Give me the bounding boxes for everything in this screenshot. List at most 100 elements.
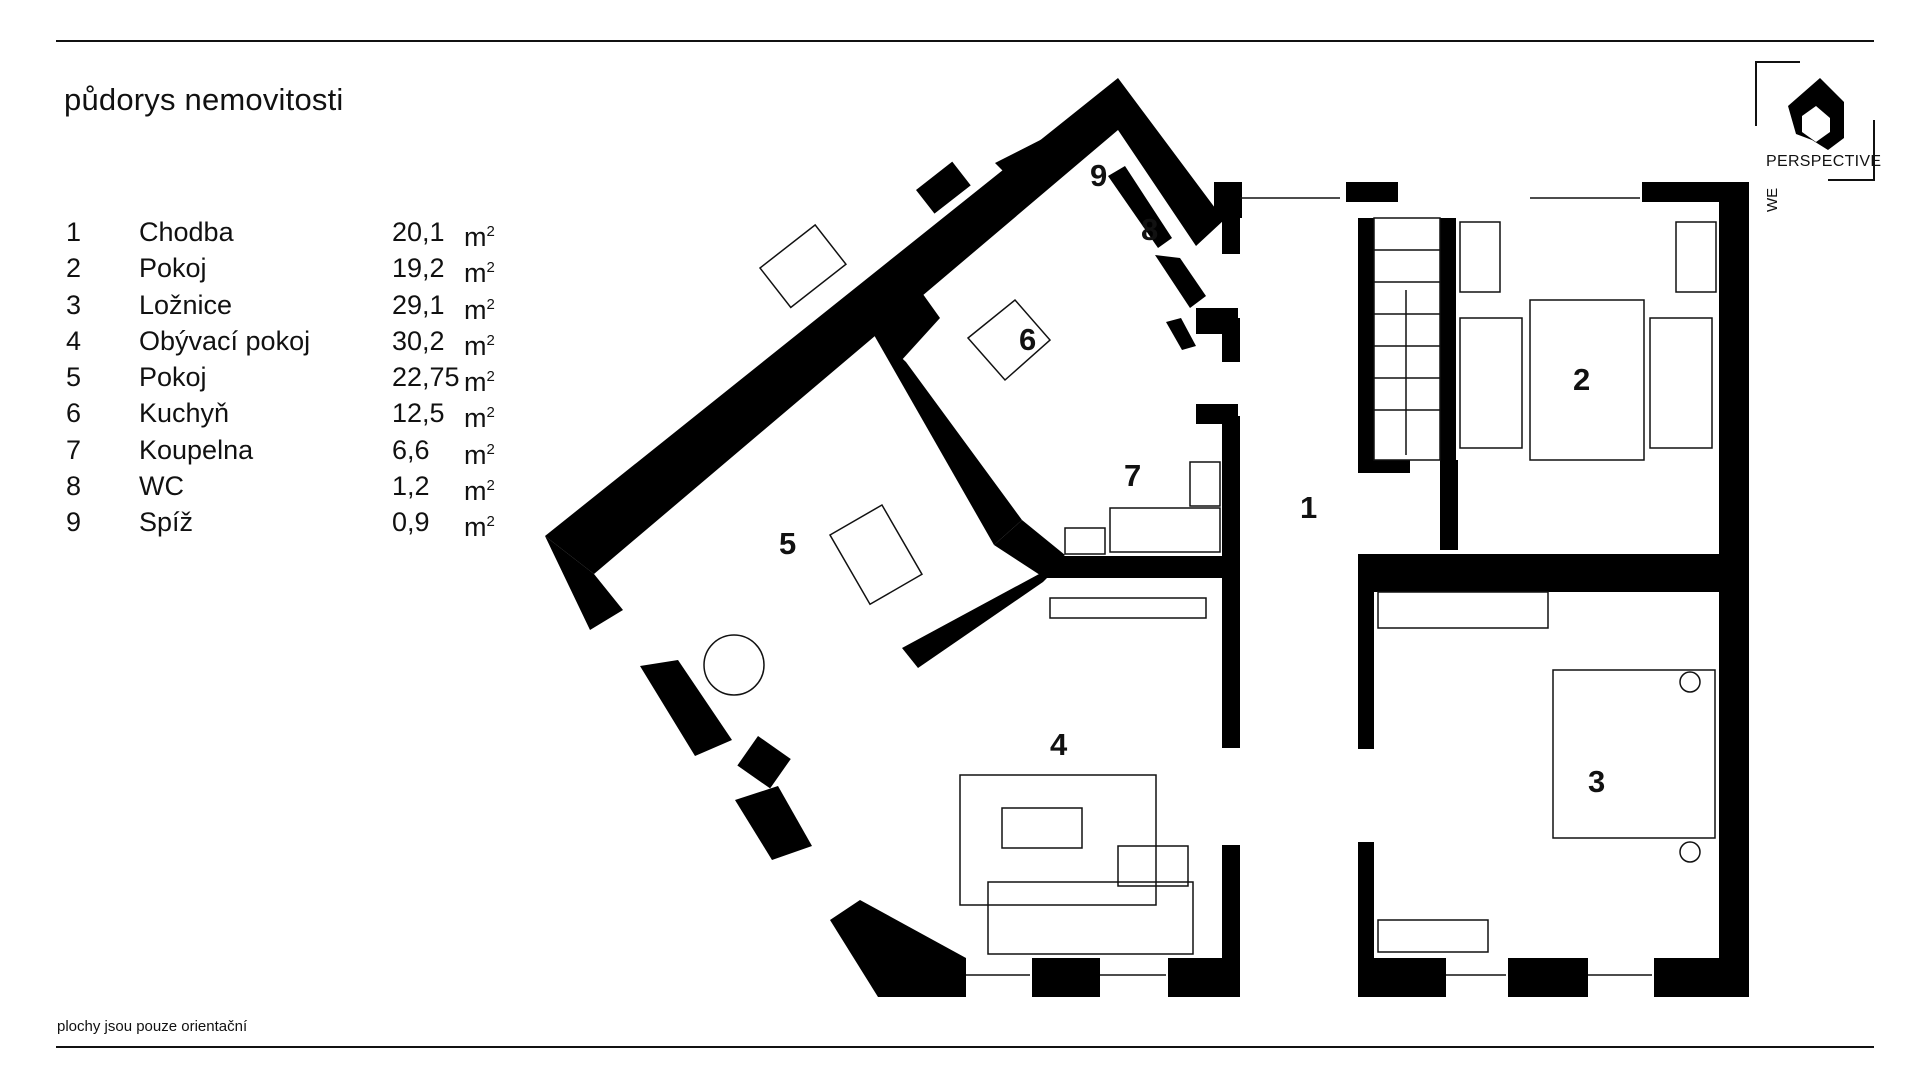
lamp-icon bbox=[1679, 671, 1701, 693]
wall bbox=[1196, 404, 1238, 424]
wall bbox=[737, 736, 791, 789]
wall bbox=[1168, 958, 1240, 997]
legend-area: 30,2 bbox=[392, 325, 445, 356]
room-number-6: 6 bbox=[1019, 322, 1036, 357]
wall bbox=[735, 786, 812, 860]
wardrobe bbox=[1377, 591, 1549, 629]
dining-table bbox=[758, 223, 847, 309]
bathtub bbox=[1109, 507, 1221, 553]
legend-unit: m2 bbox=[464, 439, 495, 470]
legend-number: 1 bbox=[66, 217, 82, 247]
brand-logo: WE PERSPECTIVE bbox=[1752, 60, 1881, 212]
sofa-chaise bbox=[1117, 845, 1189, 887]
staircase bbox=[1373, 217, 1441, 461]
wall bbox=[1358, 460, 1410, 473]
wall bbox=[1440, 218, 1456, 473]
legend-number: 8 bbox=[66, 471, 82, 502]
lamp-icon bbox=[1679, 841, 1701, 863]
table bbox=[1529, 299, 1645, 461]
kitchen-counter bbox=[966, 298, 1052, 382]
dresser bbox=[1377, 919, 1489, 953]
wall bbox=[1222, 416, 1240, 748]
wall bbox=[1358, 958, 1446, 997]
wall bbox=[1358, 218, 1374, 473]
legend-area: 12,5 bbox=[392, 398, 445, 429]
legend-area: 22,75 bbox=[392, 362, 460, 393]
legend-unit: m2 bbox=[464, 330, 495, 361]
legend-area: 20,1 bbox=[392, 217, 445, 247]
wall bbox=[640, 660, 732, 756]
rug bbox=[959, 774, 1157, 906]
legend-room-name: Koupelna bbox=[139, 434, 254, 465]
legend-room-name: Chodba bbox=[139, 217, 234, 247]
wall bbox=[1508, 958, 1588, 997]
legend-number: 2 bbox=[66, 253, 82, 284]
legend-room-name: Pokoj bbox=[139, 362, 207, 393]
room-number-2: 2 bbox=[1573, 362, 1590, 397]
legend-unit: m2 bbox=[464, 222, 495, 252]
legend-unit: m2 bbox=[464, 294, 495, 325]
wall bbox=[1155, 255, 1206, 308]
legend-room-name: Obývací pokoj bbox=[139, 325, 311, 356]
legend-room-name: Ložnice bbox=[139, 289, 233, 320]
room-number-4: 4 bbox=[1050, 727, 1068, 762]
legend-number: 4 bbox=[66, 325, 82, 356]
sofa bbox=[987, 881, 1194, 955]
bed bbox=[1459, 317, 1523, 449]
wall bbox=[1654, 958, 1749, 997]
desk bbox=[1459, 221, 1501, 293]
wall bbox=[1358, 554, 1749, 592]
round-table bbox=[703, 634, 765, 696]
legend-area: 29,1 bbox=[392, 289, 445, 320]
legend-area: 1,2 bbox=[392, 471, 430, 502]
legend-room-name: WC bbox=[139, 471, 184, 502]
brand-text: PERSPECTIVE bbox=[1766, 153, 1882, 170]
dining-table bbox=[828, 503, 923, 606]
legend-number: 5 bbox=[66, 362, 82, 393]
wall bbox=[1214, 182, 1242, 218]
legend-number: 7 bbox=[66, 434, 82, 465]
wall bbox=[830, 900, 966, 997]
room-number-3: 3 bbox=[1588, 764, 1605, 799]
room-number-5: 5 bbox=[779, 526, 796, 561]
wall bbox=[1166, 318, 1196, 350]
page-title: půdorys nemovitosti bbox=[64, 82, 344, 117]
wall bbox=[995, 130, 1070, 178]
wall bbox=[1346, 182, 1398, 202]
room-number-7: 7 bbox=[1124, 458, 1141, 493]
walls bbox=[545, 78, 1749, 997]
wall bbox=[870, 290, 940, 362]
legend-number: 6 bbox=[66, 398, 82, 429]
legend-unit: m2 bbox=[464, 403, 495, 434]
footnote: plochy jsou pouze orientační bbox=[57, 1018, 248, 1035]
house-icon bbox=[1755, 61, 1875, 181]
wall bbox=[1108, 166, 1172, 248]
legend-room-name: Pokoj bbox=[139, 253, 207, 284]
legend-area: 6,6 bbox=[392, 434, 430, 465]
legend-room-name: Kuchyň bbox=[139, 398, 230, 429]
wall bbox=[870, 328, 1022, 545]
bed bbox=[1552, 669, 1716, 839]
fixtures bbox=[703, 197, 1717, 976]
room-number-9: 9 bbox=[1090, 158, 1107, 193]
room-number-1: 1 bbox=[1300, 490, 1317, 525]
legend-unit: m2 bbox=[464, 512, 495, 543]
room-number-8: 8 bbox=[1141, 212, 1158, 247]
wall bbox=[1196, 308, 1238, 334]
bottom-rule bbox=[56, 1046, 1874, 1048]
legend-unit: m2 bbox=[464, 367, 495, 398]
wall bbox=[545, 536, 623, 630]
toilet-icon bbox=[1064, 527, 1106, 555]
tv-stand bbox=[1049, 597, 1207, 619]
wall bbox=[902, 560, 1065, 668]
brand-text: WE bbox=[1764, 187, 1781, 212]
wall bbox=[916, 161, 971, 214]
wall bbox=[1358, 554, 1374, 749]
legend-area: 19,2 bbox=[392, 253, 445, 284]
legend-unit: m2 bbox=[464, 258, 495, 289]
room-numbers: 1 2 3 4 5 6 7 8 9 bbox=[779, 158, 1605, 799]
coffee-table bbox=[1001, 807, 1083, 849]
wall bbox=[994, 520, 1065, 575]
desk bbox=[1675, 221, 1717, 293]
